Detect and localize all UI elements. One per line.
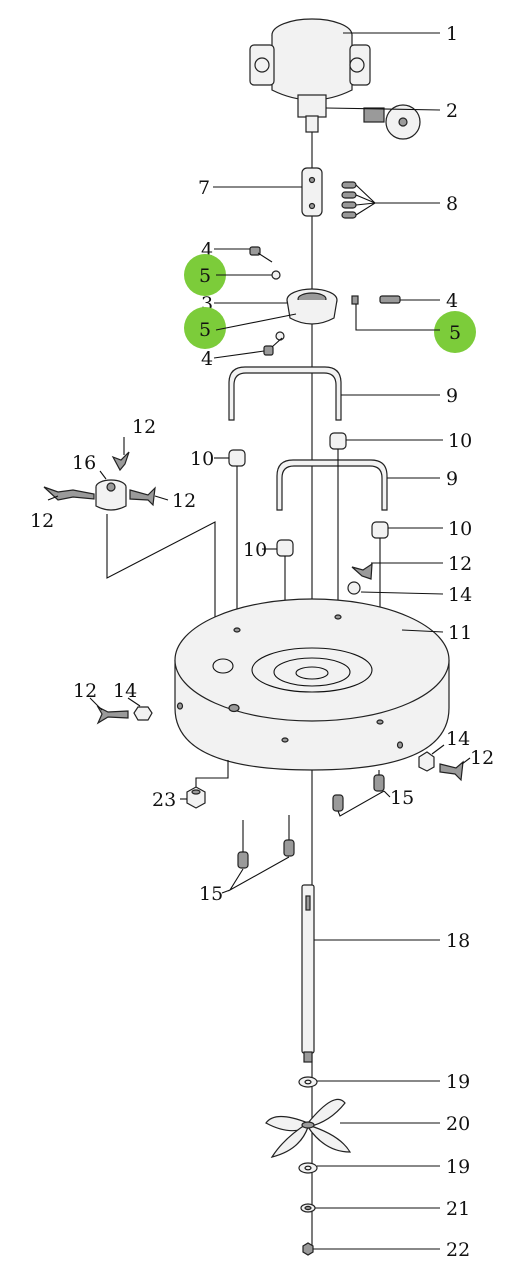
- hex-nut-23: [186, 786, 206, 809]
- callout-10b: 10: [448, 430, 472, 452]
- callout-4b: 4: [201, 348, 213, 370]
- callout-1: 1: [446, 23, 458, 45]
- highlight-5b: [184, 307, 226, 349]
- washer-top: [271, 270, 281, 280]
- callout-21: 21: [446, 1198, 470, 1220]
- mixing-shaft: [301, 884, 315, 1063]
- callout-15a: 15: [390, 787, 414, 809]
- handle-lower: [276, 459, 388, 511]
- callout-8: 8: [446, 193, 458, 215]
- callout-2: 2: [446, 100, 458, 122]
- callout-12e: 12: [73, 680, 97, 702]
- callout-14b: 14: [113, 680, 137, 702]
- fitting-block: [95, 479, 127, 511]
- caps: [228, 432, 389, 557]
- callout-4c: 4: [446, 290, 458, 312]
- washer-19-upper: [298, 1076, 318, 1088]
- set-screws: [341, 181, 357, 219]
- callout-16: 16: [72, 452, 96, 474]
- callout-14a: 14: [448, 584, 472, 606]
- highlight-5c: [434, 311, 476, 353]
- wing-screw-base-left: [96, 705, 153, 725]
- callout-18: 18: [446, 930, 470, 952]
- wing-screw-base-right: [418, 751, 464, 782]
- callout-7: 7: [198, 177, 210, 199]
- highlight-5a: [184, 254, 226, 296]
- handle-upper: [228, 366, 342, 421]
- callout-20: 20: [446, 1113, 470, 1135]
- base-plate: [174, 598, 450, 771]
- callout-9b: 9: [446, 468, 458, 490]
- callout-12b: 12: [30, 510, 54, 532]
- washer-19-lower: [298, 1162, 318, 1174]
- callout-11: 11: [448, 622, 472, 644]
- callout-10c: 10: [243, 539, 267, 561]
- callout-12c: 12: [172, 490, 196, 512]
- washer-lower: [275, 331, 285, 341]
- callout-10a: 10: [190, 448, 214, 470]
- callout-12d: 12: [448, 553, 472, 575]
- callout-12a: 12: [132, 416, 156, 438]
- callout-19b: 19: [446, 1156, 470, 1178]
- callout-19a: 19: [446, 1071, 470, 1093]
- wing-screw-right: [347, 562, 373, 595]
- bolts-15: [237, 774, 385, 869]
- propeller: [265, 1098, 352, 1158]
- bolt-right: [351, 295, 401, 305]
- callout-5c: 5: [449, 322, 461, 344]
- nut-22: [302, 1242, 314, 1256]
- callout-12f: 12: [470, 747, 494, 769]
- coupling: [301, 167, 323, 217]
- callout-5a: 5: [199, 265, 211, 287]
- bolt-top: [249, 246, 273, 263]
- callout-14c: 14: [446, 728, 470, 750]
- callout-5b: 5: [199, 319, 211, 341]
- callout-9a: 9: [446, 385, 458, 407]
- callout-22: 22: [446, 1239, 470, 1261]
- callout-10d: 10: [448, 518, 472, 540]
- callout-23: 23: [152, 789, 176, 811]
- motor-housing: [249, 18, 371, 133]
- bolt-lower: [263, 337, 283, 356]
- regulator: [363, 104, 421, 140]
- mount-ring: [286, 288, 338, 325]
- callout-15b: 15: [199, 883, 223, 905]
